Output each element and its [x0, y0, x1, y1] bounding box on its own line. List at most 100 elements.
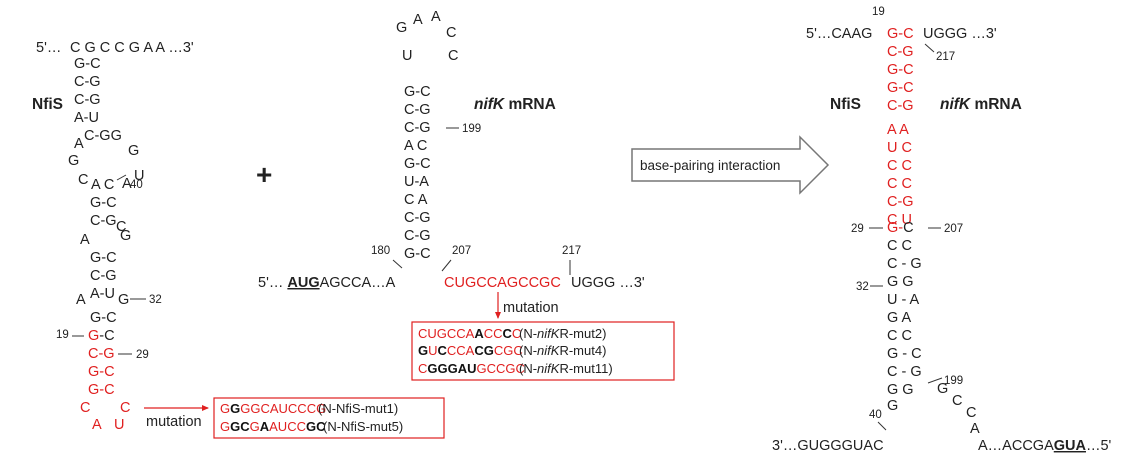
- nfis-position-19: 19: [56, 329, 69, 341]
- svg-text:C U: C U: [887, 212, 912, 228]
- nifk-tick-207: [441, 259, 452, 272]
- svg-text:C-G: C-G: [887, 194, 914, 210]
- svg-text:G-C: G-C: [74, 56, 101, 72]
- nfis-position-40: 40: [130, 179, 143, 191]
- nifk-stem-nucleotides: G A A C U C G-C C-G C-G A C G-C U-A C A …: [396, 9, 458, 262]
- nifk-position-207: 207: [452, 245, 471, 257]
- duplex-position-19: 19: [872, 6, 885, 18]
- nfis-position-32: 32: [149, 294, 162, 306]
- svg-text:C-G: C-G: [90, 213, 117, 229]
- arrow-label: base-pairing interaction: [640, 158, 780, 173]
- duplex-position-40: 40: [869, 409, 882, 421]
- svg-text:C-G: C-G: [90, 268, 117, 284]
- svg-text:G: G: [118, 292, 129, 308]
- nifk-label: nifK mRNA: [474, 96, 556, 113]
- nfis-red-region: G-C C-G G-C G-C C C A U: [80, 328, 130, 433]
- duplex-bottom-right-sequence: A…ACCGAGUA…5': [978, 438, 1112, 454]
- duplex-tick-199: [927, 377, 943, 384]
- svg-text:C: C: [952, 393, 962, 409]
- nfis-mut5-sequence: GGCGAAUCCGC: [220, 419, 326, 434]
- block-arrow-shape: [631, 135, 830, 195]
- svg-text:C: C: [966, 405, 976, 421]
- nifk-mut11-sequence: CGGGAUGCCGC: [418, 361, 525, 376]
- svg-text:G: G: [120, 228, 131, 244]
- svg-text:G-C: G-C: [88, 382, 115, 398]
- svg-text:G-C: G-C: [90, 195, 117, 211]
- svg-text:A: A: [413, 12, 423, 28]
- nifk-mutation-label: mutation: [503, 300, 559, 316]
- svg-text:C C: C C: [887, 328, 912, 344]
- nifk-tick-180: [392, 259, 403, 269]
- svg-text:A: A: [122, 176, 132, 192]
- duplex-black-pairs: G-C C C C - G G G U - A G A C C G - C C …: [887, 220, 980, 437]
- svg-text:A: A: [74, 136, 84, 152]
- svg-text:A-U: A-U: [90, 286, 115, 302]
- svg-text:U-A: U-A: [404, 174, 429, 190]
- svg-text:G A: G A: [887, 310, 912, 326]
- nifk-position-217: 217: [562, 245, 581, 257]
- svg-text:C - G: C - G: [887, 256, 922, 272]
- svg-text:C-G: C-G: [74, 92, 101, 108]
- nifk-mut2-name: (N-nifKR-mut2): [519, 326, 606, 341]
- nifk-3prime-tail: UGGG …3': [571, 275, 645, 291]
- duplex-position-29: 29: [851, 223, 864, 235]
- svg-text:G-C: G-C: [887, 26, 914, 42]
- svg-text:A C: A C: [404, 138, 427, 154]
- svg-text:G: G: [128, 143, 139, 159]
- svg-text:C-G: C-G: [887, 44, 914, 60]
- nfis-mut5-name: (N-NfiS-mut5): [323, 419, 403, 434]
- svg-text:C-G: C-G: [404, 210, 431, 226]
- svg-text:G-C: G-C: [887, 220, 914, 236]
- nifk-panel: G A A C U C G-C C-G C-G A C G-C U-A C A …: [258, 9, 675, 381]
- svg-text:U C: U C: [887, 140, 912, 156]
- svg-text:G G: G G: [887, 274, 914, 290]
- svg-text:C-G: C-G: [74, 74, 101, 90]
- nfis-label: NfiS: [32, 96, 63, 113]
- svg-text:C: C: [80, 400, 90, 416]
- svg-text:A: A: [431, 9, 441, 25]
- svg-text:U: U: [134, 168, 144, 184]
- svg-text:C-G: C-G: [887, 98, 914, 114]
- nfis-tick-40: [116, 174, 127, 181]
- duplex-position-207: 207: [944, 223, 963, 235]
- svg-text:A: A: [76, 292, 86, 308]
- duplex-nfis-label: NfiS: [830, 96, 861, 113]
- nifk-mutants-box: [411, 321, 675, 381]
- duplex-panel: 19 5'…CAAG UGGG …3' 217 NfiS nifK mRNA G…: [772, 6, 1112, 454]
- nfis-panel: 5'… C G C C G A A …3' NfiS G-C C-G C-G A…: [32, 40, 445, 439]
- svg-text:A: A: [80, 232, 90, 248]
- svg-text:A-U: A-U: [74, 110, 99, 126]
- svg-text:C-GG: C-GG: [84, 128, 122, 144]
- duplex-position-32: 32: [856, 281, 869, 293]
- nifk-position-180: 180: [371, 245, 390, 257]
- svg-text:C - G: C - G: [887, 364, 922, 380]
- nfis-mutation-label: mutation: [146, 414, 202, 430]
- nifk-mut11-name: (N-nifKR-mut11): [519, 361, 613, 376]
- duplex-tick-40: [877, 421, 887, 431]
- svg-text:G-C: G-C: [404, 246, 431, 262]
- svg-text:C-G: C-G: [404, 102, 431, 118]
- nfis-5prime-end: 5'…: [36, 40, 61, 56]
- svg-text:G: G: [887, 398, 898, 414]
- nfis-stem-nucleotides: G-C C-G C-G A-U C-GG A G G U C A C A G-C…: [68, 56, 144, 326]
- svg-text:C C: C C: [887, 176, 912, 192]
- plus-sign: +: [256, 159, 272, 190]
- nfis-mut1-name: (N-NfiS-mut1): [318, 401, 398, 416]
- svg-text:C-G: C-G: [88, 346, 115, 362]
- svg-text:C C: C C: [887, 158, 912, 174]
- svg-text:A: A: [970, 421, 980, 437]
- svg-text:G-C: G-C: [90, 310, 117, 326]
- svg-text:G-C: G-C: [88, 328, 115, 344]
- duplex-top-right-sequence: UGGG …3': [923, 26, 997, 42]
- duplex-position-199: 199: [944, 375, 963, 387]
- svg-text:C: C: [446, 25, 456, 41]
- svg-text:C-G: C-G: [404, 228, 431, 244]
- svg-text:C: C: [120, 400, 130, 416]
- svg-text:A C: A C: [91, 177, 114, 193]
- svg-text:U: U: [402, 48, 412, 64]
- svg-text:G G: G G: [887, 382, 914, 398]
- nifk-mut4-name: (N-nifKR-mut4): [519, 343, 606, 358]
- svg-text:C A: C A: [404, 192, 428, 208]
- duplex-red-pairs: G-C C-G G-C G-C C-G A A U C C C C C C-G …: [887, 26, 914, 228]
